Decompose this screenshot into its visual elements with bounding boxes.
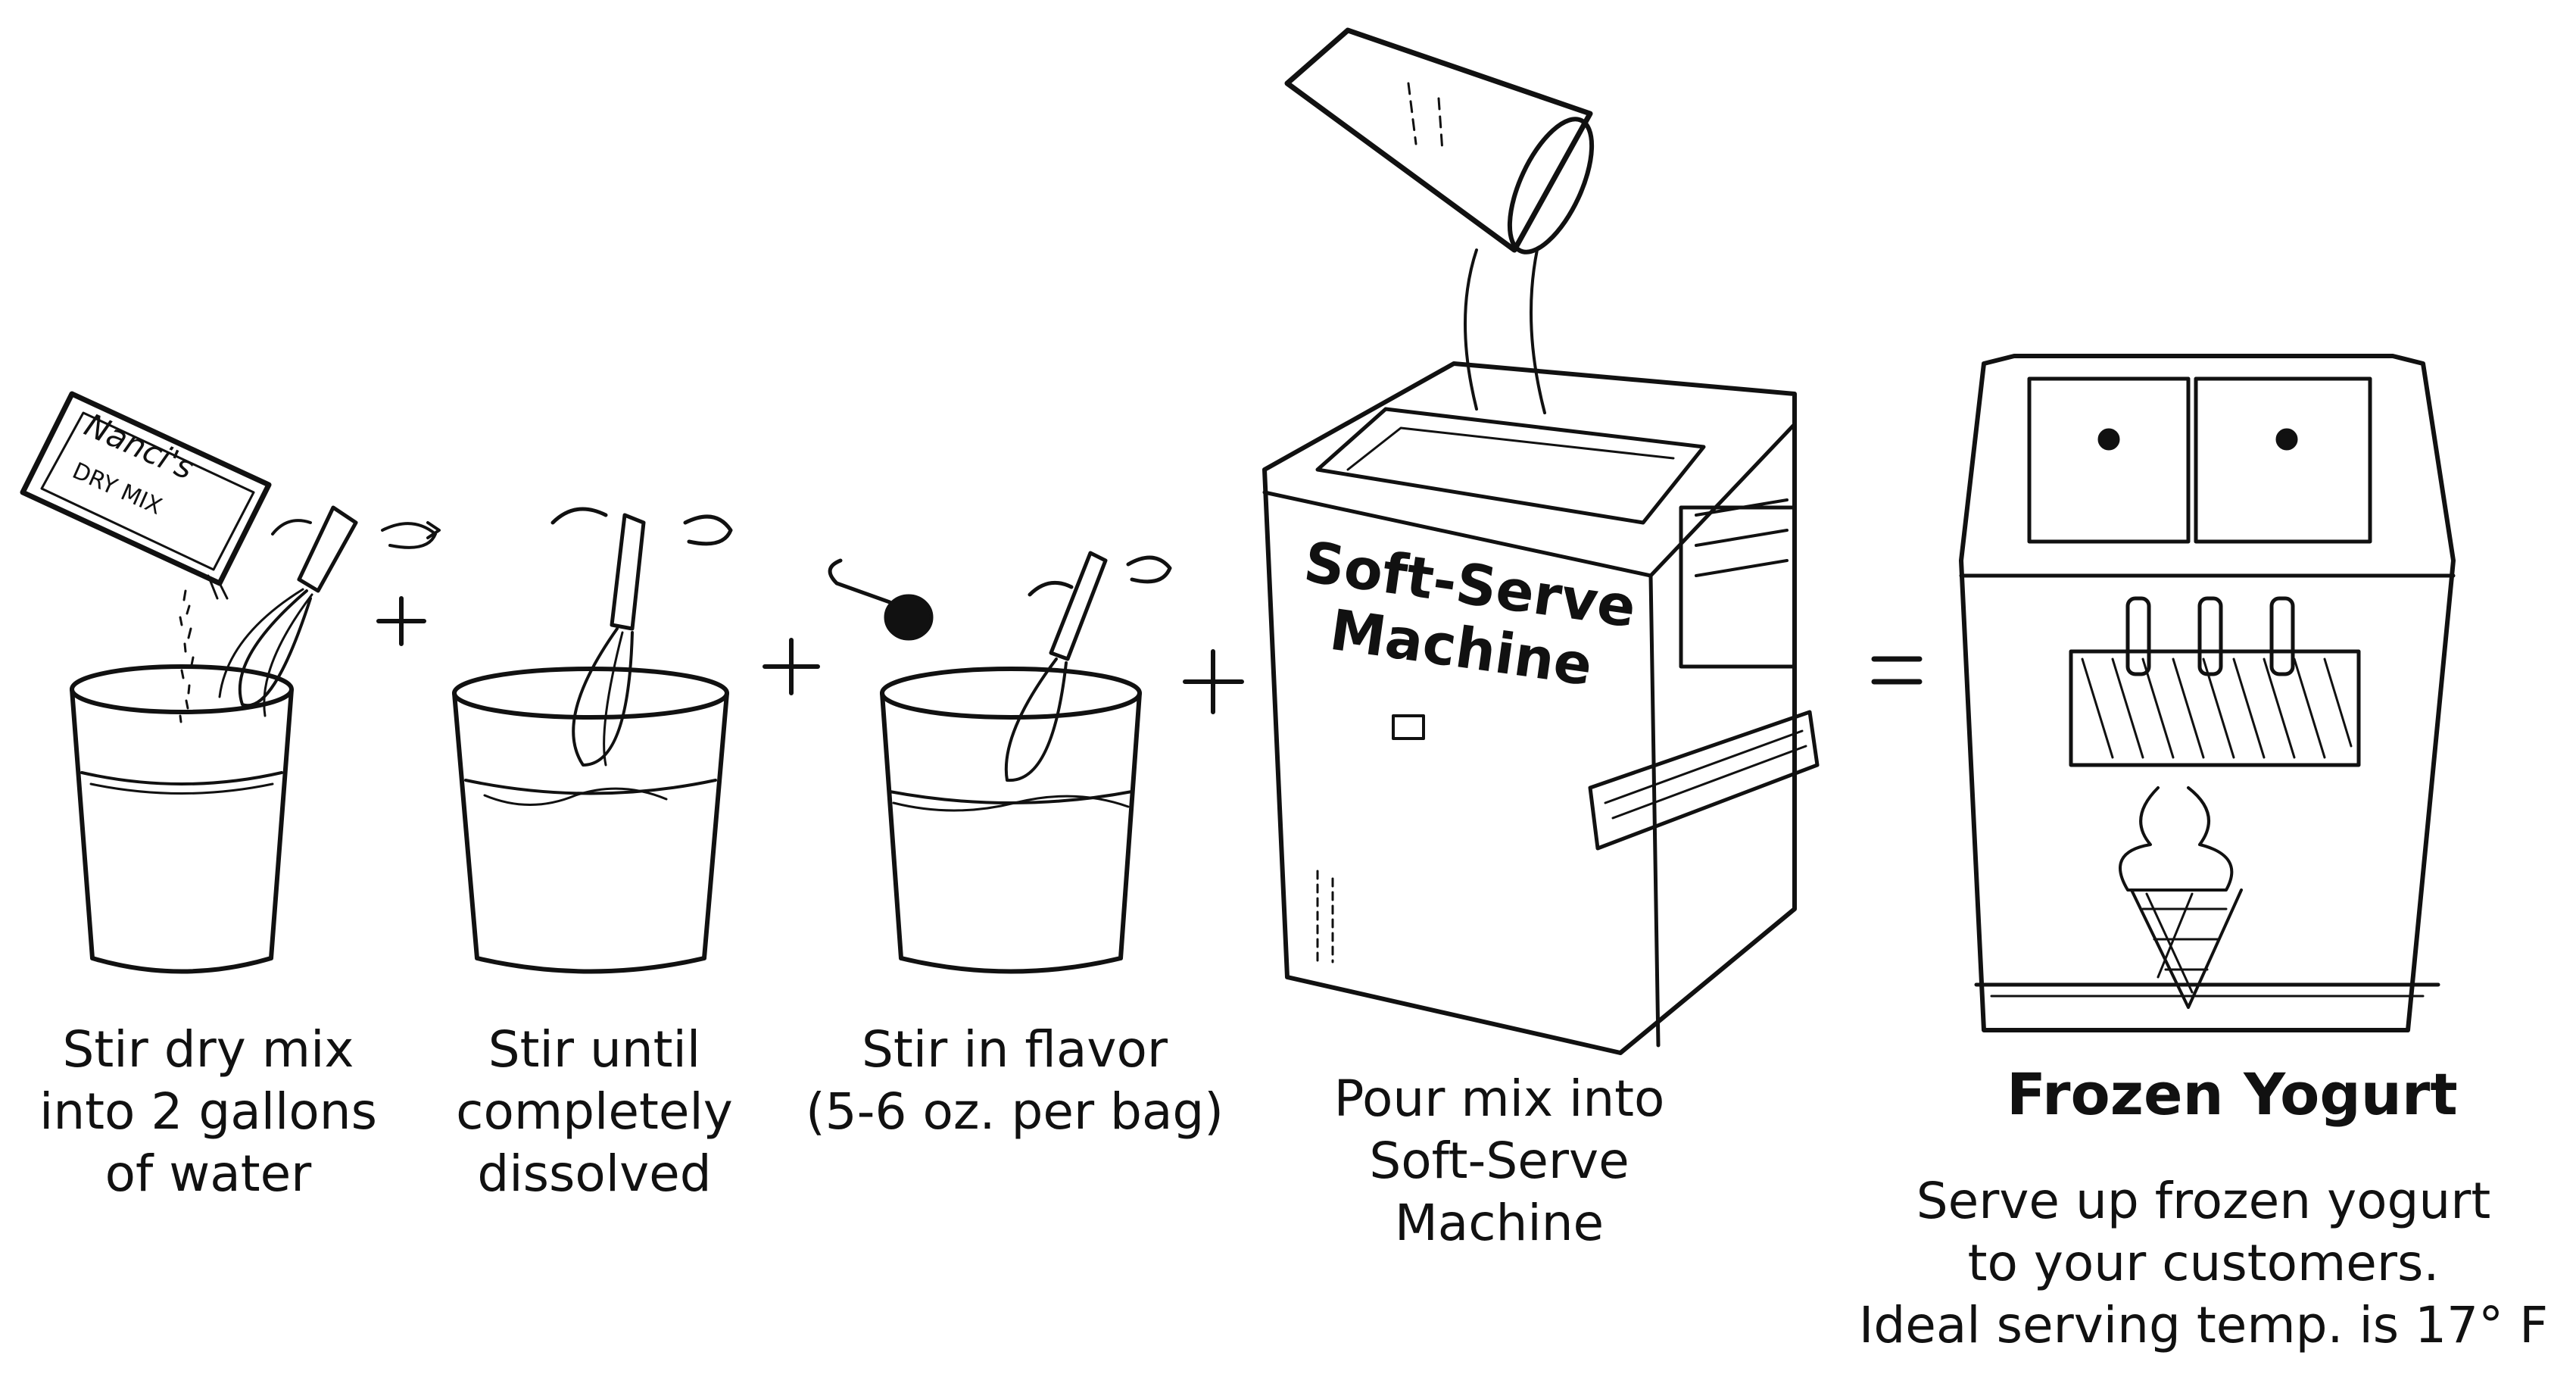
step-1-line-3: of water [104, 1145, 312, 1203]
whisk-1-icon [218, 505, 358, 717]
step-1-line-1: Stir dry mix [62, 1020, 354, 1079]
step-2-line-2: completely [456, 1082, 733, 1141]
result-title: Frozen Yogurt [2007, 1060, 2458, 1128]
pouring-powder [179, 589, 195, 723]
rotation-arrow-icon [271, 519, 441, 549]
frozen-yogurt-machine-icon [1959, 354, 2456, 1032]
step-3-line-1: Stir in flavor [862, 1020, 1168, 1079]
step-3-caption: Stir in flavor (5-6 oz. per bag) [780, 1019, 1249, 1143]
step-4-line-3: Machine [1394, 1194, 1605, 1252]
step-4-line-2: Soft-Serve [1369, 1132, 1629, 1190]
dry-mix-bag-icon [20, 391, 272, 600]
measuring-scoop-icon [828, 558, 934, 641]
plus-2-icon [763, 638, 820, 695]
step-3-line-2: (5-6 oz. per bag) [805, 1082, 1224, 1141]
plus-1-icon [376, 596, 426, 646]
step-4-line-1: Pour mix into [1333, 1070, 1665, 1128]
whisk-2-icon [550, 507, 733, 767]
equals-icon [1871, 656, 1923, 685]
pour-stream [1464, 248, 1546, 414]
plus-3-icon [1183, 649, 1244, 714]
soft-serve-machine-icon [1262, 361, 1820, 1055]
result-line-1: Serve up frozen yogurt [1916, 1172, 2491, 1230]
bucket-3 [880, 667, 1142, 974]
step-1-line-2: into 2 gallons [39, 1082, 377, 1141]
step-2-line-3: dissolved [477, 1145, 712, 1203]
step-2-caption: Stir until completely dissolved [435, 1019, 753, 1205]
result-line-2: to your customers. [1967, 1234, 2440, 1292]
bucket-1 [70, 664, 294, 974]
ice-cream-cone-icon [2119, 786, 2243, 1009]
whisk-3-icon [1004, 551, 1172, 782]
result-line-3: Ideal serving temp. is 17° F [1858, 1296, 2549, 1354]
bucket-2 [452, 667, 729, 974]
pouring-bucket-icon [1284, 27, 1595, 255]
step-4-caption: Pour mix into Soft-Serve Machine [1302, 1068, 1696, 1254]
result-caption: Serve up frozen yogurt to your customers… [1840, 1170, 2567, 1357]
step-2-line-1: Stir until [488, 1020, 701, 1079]
step-1-caption: Stir dry mix into 2 gallons of water [15, 1019, 401, 1205]
